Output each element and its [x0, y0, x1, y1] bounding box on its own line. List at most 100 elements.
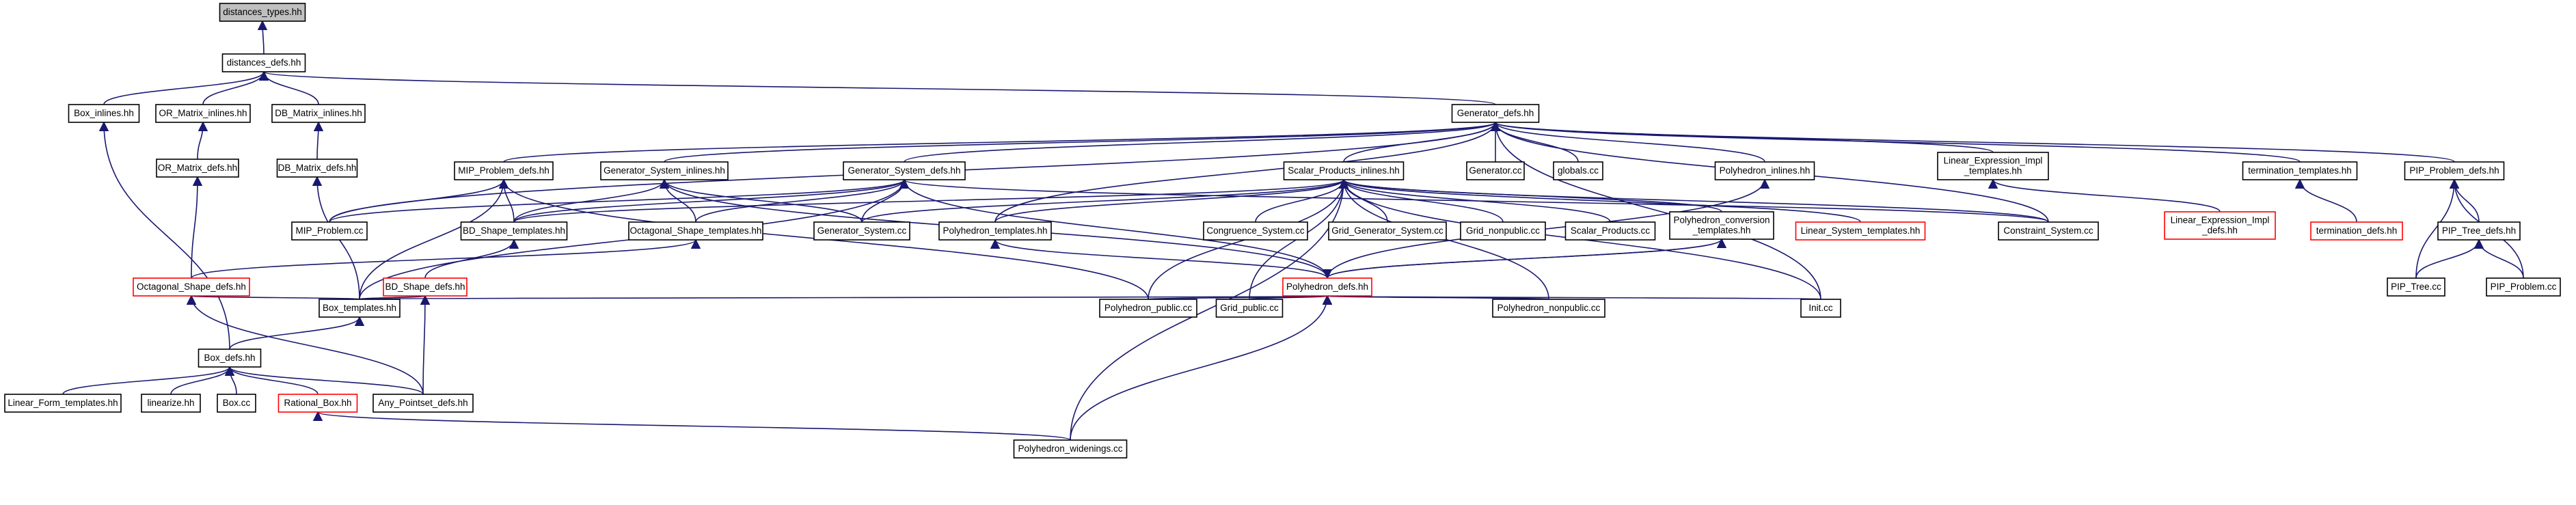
node-bd-shape-defs-hh[interactable]: BD_Shape_defs.hh	[383, 277, 467, 297]
node-box	[219, 3, 306, 22]
node-box	[156, 159, 239, 178]
node-pip-problem-defs-hh[interactable]: PIP_Problem_defs.hh	[2404, 161, 2505, 180]
node-box	[1215, 299, 1284, 318]
node-box	[271, 104, 366, 123]
edge-generator_system_inlines_hh-to-generator_defs_hh	[664, 121, 1500, 163]
edge-octagonal_shape_defs_hh-to-or_matrix_defs_hh	[191, 176, 203, 279]
node-box	[372, 394, 474, 413]
node-box	[1564, 221, 1656, 241]
node-box	[1714, 161, 1815, 180]
edge-any_pointset_defs_hh-to-bd_shape_defs_hh	[420, 295, 431, 395]
node-box	[1553, 161, 1603, 180]
node-bd-shape-templates-hh[interactable]: BD_Shape_templates.hh	[460, 221, 568, 241]
node-generator-system-defs-hh[interactable]: Generator_System_defs.hh	[843, 161, 966, 180]
node-or-matrix-defs-hh[interactable]: OR_Matrix_defs.hh	[156, 159, 239, 178]
node-label: PIP_Tree_defs.hh	[2442, 226, 2516, 236]
node-any-pointset-defs-hh[interactable]: Any_Pointset_defs.hh	[372, 394, 474, 413]
node-grid-public-cc[interactable]: Grid_public.cc	[1215, 299, 1284, 318]
node-mip-problem-defs-hh[interactable]: MIP_Problem_defs.hh	[454, 161, 554, 180]
node-box-templates-hh[interactable]: Box_templates.hh	[318, 299, 401, 318]
node-termination-defs-hh[interactable]: termination_defs.hh	[2310, 221, 2403, 241]
node-box	[221, 53, 306, 72]
node-mip-problem-cc[interactable]: MIP_Problem.cc	[291, 221, 368, 241]
node-box	[2310, 221, 2403, 241]
node-octagonal-shape-templates-hh[interactable]: Octagonal_Shape_templates.hh	[628, 221, 763, 241]
node-polyhedron-conversion-templates-hh[interactable]: Polyhedron_conversion_templates.hh	[1669, 211, 1774, 240]
node-label: Constraint_System.cc	[2003, 226, 2093, 236]
node-generator-system-cc[interactable]: Generator_System.cc	[813, 221, 910, 241]
node-box	[454, 161, 554, 180]
node-termination-templates-hh[interactable]: termination_templates.hh	[2242, 161, 2358, 180]
node-congruence-system-cc[interactable]: Congruence_System.cc	[1203, 221, 1308, 241]
node-linear-form-templates-hh[interactable]: Linear_Form_templates.hh	[4, 394, 122, 413]
node-label: BD_Shape_defs.hh	[385, 282, 465, 292]
node-label: Scalar_Products_inlines.hh	[1288, 165, 1400, 176]
node-label: globals.cc	[1558, 165, 1599, 176]
node-generator-system-inlines-hh[interactable]: Generator_System_inlines.hh	[600, 161, 729, 180]
edge-termination_defs_hh-to-termination_templates_hh	[2294, 178, 2357, 223]
node-label: DB_Matrix_inlines.hh	[275, 108, 362, 118]
node-linear-system-templates-hh[interactable]: Linear_System_templates.hh	[1795, 221, 1926, 241]
node-box	[1451, 104, 1540, 123]
node-pip-tree-cc[interactable]: PIP_Tree.cc	[2387, 277, 2445, 297]
node-constraint-system-cc[interactable]: Constraint_System.cc	[1998, 221, 2099, 241]
node-box	[141, 394, 201, 413]
edge-grid_nonpublic_cc-to-scalar_products_inlines_hh	[1338, 178, 1504, 223]
node-linear-expression-impl-defs-hh[interactable]: Linear_Expression_Impl_defs.hh	[2164, 211, 2276, 240]
node-polyhedron-inlines-hh[interactable]: Polyhedron_inlines.hh	[1714, 161, 1815, 180]
node-label: Polyhedron_conversion_templates.hh	[1673, 215, 1770, 235]
node-polyhedron-public-cc[interactable]: Polyhedron_public.cc	[1099, 299, 1197, 318]
node-polyhedron-defs-hh[interactable]: Polyhedron_defs.hh	[1282, 277, 1372, 297]
node-label: termination_defs.hh	[2316, 226, 2398, 236]
node-polyhedron-nonpublic-cc[interactable]: Polyhedron_nonpublic.cc	[1492, 299, 1605, 318]
node-box-inlines-hh[interactable]: Box_inlines.hh	[68, 104, 140, 123]
edge-bd_shape_templates_hh-to-scalar_products_inlines_hh	[513, 178, 1348, 223]
node-globals-cc[interactable]: globals.cc	[1553, 161, 1603, 180]
node-db-matrix-defs-hh[interactable]: DB_Matrix_defs.hh	[276, 159, 358, 178]
node-label: OR_Matrix_defs.hh	[158, 163, 237, 173]
node-grid-nonpublic-cc[interactable]: Grid_nonpublic.cc	[1460, 221, 1546, 241]
edge-box_defs_hh-to-box_templates_hh	[229, 316, 365, 350]
node-generator-cc[interactable]: Generator.cc	[1466, 161, 1525, 180]
node-linear-expression-impl-templates-hh[interactable]: Linear_Expression_Impl_templates.hh	[1937, 152, 2049, 180]
node-pip-tree-defs-hh[interactable]: PIP_Tree_defs.hh	[2437, 221, 2521, 241]
node-label: PIP_Problem.cc	[2491, 282, 2557, 292]
node-init-cc[interactable]: Init.cc	[1800, 299, 1841, 318]
edge-octagonal_shape_defs_hh-to-octagonal_shape_templates_hh	[191, 238, 701, 279]
edge-polyhedron_defs_hh-to-polyhedron_inlines_hh	[1327, 178, 1770, 279]
node-label: Init.cc	[1808, 303, 1833, 313]
node-label: Rational_Box.hh	[284, 398, 351, 408]
edge-pip_problem_defs_hh-to-generator_defs_hh	[1491, 121, 2455, 163]
node-box	[68, 104, 140, 123]
edge-bd_shape_defs_hh-to-bd_shape_templates_hh	[424, 238, 519, 279]
node-box-cc[interactable]: Box.cc	[217, 394, 256, 413]
node-label: Congruence_System.cc	[1206, 226, 1305, 236]
edge-scalar_products_cc-to-scalar_products_inlines_hh	[1338, 178, 1611, 223]
node-polyhedron-templates-hh[interactable]: Polyhedron_templates.hh	[938, 221, 1052, 241]
node-grid-generator-system-cc[interactable]: Grid_Generator_System.cc	[1328, 221, 1447, 241]
node-distances-defs-hh[interactable]: distances_defs.hh	[221, 53, 306, 72]
node-label: Generator_System_defs.hh	[848, 165, 960, 176]
node-label: DB_Matrix_defs.hh	[278, 163, 357, 173]
node-pip-problem-cc[interactable]: PIP_Problem.cc	[2486, 277, 2561, 297]
edge-polyhedron_widenings_cc-to-rational_box_hh	[313, 411, 1071, 441]
node-rational-box-hh[interactable]: Rational_Box.hh	[277, 394, 358, 413]
node-label: Box_templates.hh	[323, 303, 396, 313]
node-generator-defs-hh[interactable]: Generator_defs.hh	[1451, 104, 1540, 123]
node-box	[198, 349, 262, 368]
edge-linear_system_templates_hh-to-scalar_products_inlines_hh	[1339, 178, 1861, 223]
edge-box_inlines_hh-to-distances_defs_hh	[103, 70, 269, 105]
node-scalar-products-inlines-hh[interactable]: Scalar_Products_inlines.hh	[1283, 161, 1405, 180]
edge-any_pointset_defs_hh-to-box_defs_hh	[224, 366, 424, 395]
node-linearize-hh[interactable]: linearize.hh	[141, 394, 201, 413]
edge-box_templates_hh-to-polyhedron_defs_hh	[359, 295, 1328, 306]
node-octagonal-shape-defs-hh[interactable]: Octagonal_Shape_defs.hh	[133, 277, 250, 297]
edge-box_templates_hh-to-octagonal_shape_defs_hh	[187, 295, 360, 305]
node-or-matrix-inlines-hh[interactable]: OR_Matrix_inlines.hh	[155, 104, 251, 123]
node-polyhedron-widenings-cc[interactable]: Polyhedron_widenings.cc	[1013, 439, 1128, 459]
node-db-matrix-inlines-hh[interactable]: DB_Matrix_inlines.hh	[271, 104, 366, 123]
node-scalar-products-cc[interactable]: Scalar_Products.cc	[1564, 221, 1656, 241]
node-box-defs-hh[interactable]: Box_defs.hh	[198, 349, 262, 368]
node-box	[1800, 299, 1841, 318]
node-label: Polyhedron_public.cc	[1104, 303, 1193, 313]
